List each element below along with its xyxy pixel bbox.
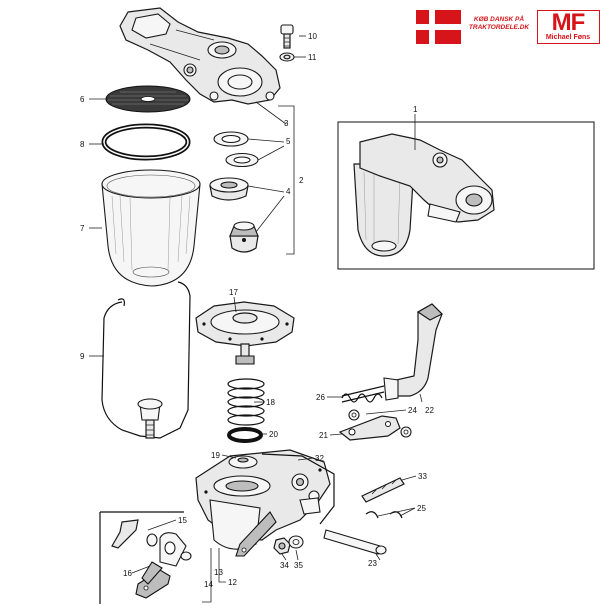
callout-26: 26 xyxy=(316,393,325,402)
washer-part-11 xyxy=(279,52,295,62)
logo-mark: MF xyxy=(551,9,586,36)
screw-part-10 xyxy=(280,24,294,49)
callout-23: 23 xyxy=(368,559,377,568)
valve-washer-lower-part-5 xyxy=(225,152,259,168)
valve-assembly-upper-part-4 xyxy=(209,177,249,201)
callout-16: 16 xyxy=(123,569,132,578)
bowl-clamp-part-9 xyxy=(101,281,191,439)
callout-35: 35 xyxy=(294,561,303,570)
callout-25: 25 xyxy=(417,504,426,513)
seal-ring-part-8 xyxy=(101,123,191,161)
callout-15: 15 xyxy=(178,516,187,525)
callout-1: 1 xyxy=(413,105,418,114)
mf-logo: MF Michael Føns xyxy=(537,9,600,44)
clip-part-25-a xyxy=(365,511,379,519)
pin-part-33 xyxy=(361,477,405,503)
valve-washer-upper-part-5 xyxy=(213,131,249,147)
callout-6: 6 xyxy=(80,95,85,104)
spring-part-26 xyxy=(341,385,385,403)
diaphragm-part-17 xyxy=(195,301,295,365)
filter-gauze-part-6 xyxy=(105,85,191,113)
valve-assembly-lower-part-4 xyxy=(229,221,259,253)
pin-part-23 xyxy=(323,529,387,555)
callout-4: 4 xyxy=(286,187,291,196)
clamp-screw xyxy=(137,398,163,439)
gasket-part-32 xyxy=(261,453,335,525)
callout-14: 14 xyxy=(204,580,213,589)
callout-32: 32 xyxy=(315,454,324,463)
washer-part-24-b xyxy=(400,426,412,438)
callout-5: 5 xyxy=(286,137,291,146)
callout-20: 20 xyxy=(269,430,278,439)
shop-brand: KØB DANSK PÅ TRAKTORDELE.DK MF Michael F… xyxy=(416,9,602,46)
logo-owner-name: Michael Føns xyxy=(545,34,591,41)
priming-lever-assembly xyxy=(99,511,192,604)
shop-slogan-line1: KØB DANSK PÅ xyxy=(473,16,525,23)
assembled-pump-inset xyxy=(337,121,595,270)
callout-34: 34 xyxy=(280,561,289,570)
callout-9: 9 xyxy=(80,352,85,361)
callout-8: 8 xyxy=(80,140,85,149)
callout-10: 10 xyxy=(308,32,317,41)
danish-flag-icon xyxy=(416,10,461,44)
leader-lines xyxy=(89,35,423,603)
washer-part-24-a xyxy=(348,409,360,421)
callout-19: 19 xyxy=(211,451,220,460)
shop-slogan: KØB DANSK PÅ TRAKTORDELE.DK xyxy=(462,16,536,32)
callout-13: 13 xyxy=(214,568,223,577)
rocker-arm-part-22 xyxy=(383,303,443,401)
seal-washer-part-20 xyxy=(227,427,263,443)
callout-3: 3 xyxy=(284,119,289,128)
shop-slogan-line2: TRAKTORDELE.DK xyxy=(468,24,530,31)
glass-bowl-part-7 xyxy=(101,169,201,287)
callout-22: 22 xyxy=(425,406,434,415)
callout-11: 11 xyxy=(308,53,317,62)
callout-12: 12 xyxy=(228,578,237,587)
nut-part-34 xyxy=(273,537,291,555)
callout-7: 7 xyxy=(80,224,85,233)
callout-21: 21 xyxy=(319,431,328,440)
callout-24: 24 xyxy=(408,406,417,415)
link-lever-part-21 xyxy=(338,415,401,441)
callout-18: 18 xyxy=(266,398,275,407)
callout-2: 2 xyxy=(299,176,304,185)
pump-top-body xyxy=(119,7,281,105)
callout-33: 33 xyxy=(418,472,427,481)
callout-labels: 1 2 3 4 5 6 7 8 9 10 11 12 13 14 15 16 1… xyxy=(80,32,434,589)
priming-lever-part-14 xyxy=(235,511,277,557)
washer-part-35 xyxy=(288,535,304,549)
callout-17: 17 xyxy=(229,288,238,297)
